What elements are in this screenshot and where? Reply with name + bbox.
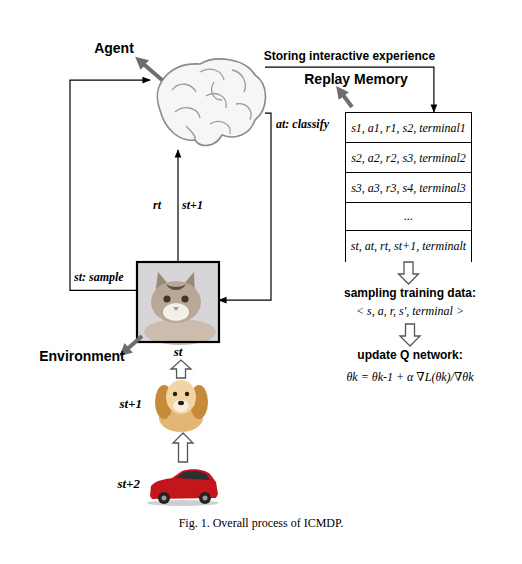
flow-arrow [70,80,150,290]
brain-folds [172,69,251,140]
node-text: ... [346,209,471,224]
leader-arrow [340,91,352,107]
next-state-image: st+1 [150,378,212,433]
node-text: s2, a2, r2, s3, terminal2 [346,151,471,166]
flow-arrow [265,67,434,112]
flow-arrow [219,113,271,300]
environment-frame [137,262,219,342]
memory-row: ... [346,203,471,231]
dog-nose [178,401,184,405]
memory-row: s1, a1, r1, s2, terminal1 [346,113,471,143]
node-text: θk = θk-1 + α ∇L(θk)/∇θk [330,370,490,385]
figure-caption: Fig. 1. Overall process of ICMDP. [0,516,522,531]
node-text: Agent [84,40,144,56]
edge-label: Storing interactive experience [264,49,435,63]
edge-label: st: sample [74,270,124,285]
dog-head [166,380,196,414]
leader-arrow [140,61,162,80]
agent-brain: Agent [150,58,265,150]
sampling-step: sampling training data: < s, a, r, s', te… [330,284,490,324]
leader-arrow [124,336,142,352]
hollow-arrow [400,324,420,346]
node-text: sampling training data: [330,286,490,300]
memory-row: st, at, rt, st+1, terminalt [346,231,471,261]
node-text: update Q network: [330,348,490,362]
brain-outline [157,59,265,145]
node-text: s3, a3, r3, s4, terminal3 [346,181,471,196]
node-text: st, at, rt, st+1, terminalt [346,239,471,254]
node-text: Replay Memory [296,71,416,87]
cat-muzzle [163,303,189,321]
brain-illustration [157,59,265,145]
node-text: st [137,344,219,360]
hollow-arrow [173,433,193,462]
car-hub [203,496,208,501]
node-text: st+2 [94,476,140,492]
cat-nose [173,307,179,311]
car-wheel [199,492,211,504]
cat-stripe [166,284,186,290]
dog-eye [173,392,177,396]
hollow-arrow [171,360,191,378]
car-hub [162,496,167,501]
edge-label: at: classify [276,117,329,132]
car-wheel [158,492,170,504]
hollow-arrow [399,262,419,284]
cat-eye [163,295,170,302]
later-state-image: st+2 [148,462,218,507]
dog-muzzle [173,400,189,412]
cat-eye [181,295,188,302]
memory-row: s2, a2, r2, s3, terminal2 [346,143,471,173]
node-text: < s, a, r, s', terminal > [330,304,490,319]
dog-eye [185,392,189,396]
car-picture [147,469,219,506]
edge-label: rt st+1 [153,198,203,213]
node-text: Environment [35,348,129,364]
memory-row: s3, a3, r3, s4, terminal3 [346,173,471,203]
environment-state: stEnvironment [137,262,219,360]
replay-memory-table: Replay Memorys1, a1, r1, s2, terminal1s2… [345,112,472,262]
node-text: s1, a1, r1, s2, terminal1 [346,121,471,136]
cat-head [151,281,201,323]
node-text: st+1 [96,396,142,412]
car-window [176,471,210,480]
cat-picture [137,262,219,345]
update-step: update Q network: θk = θk-1 + α ∇L(θk)/∇θ… [330,346,490,396]
dog-picture [155,380,208,432]
